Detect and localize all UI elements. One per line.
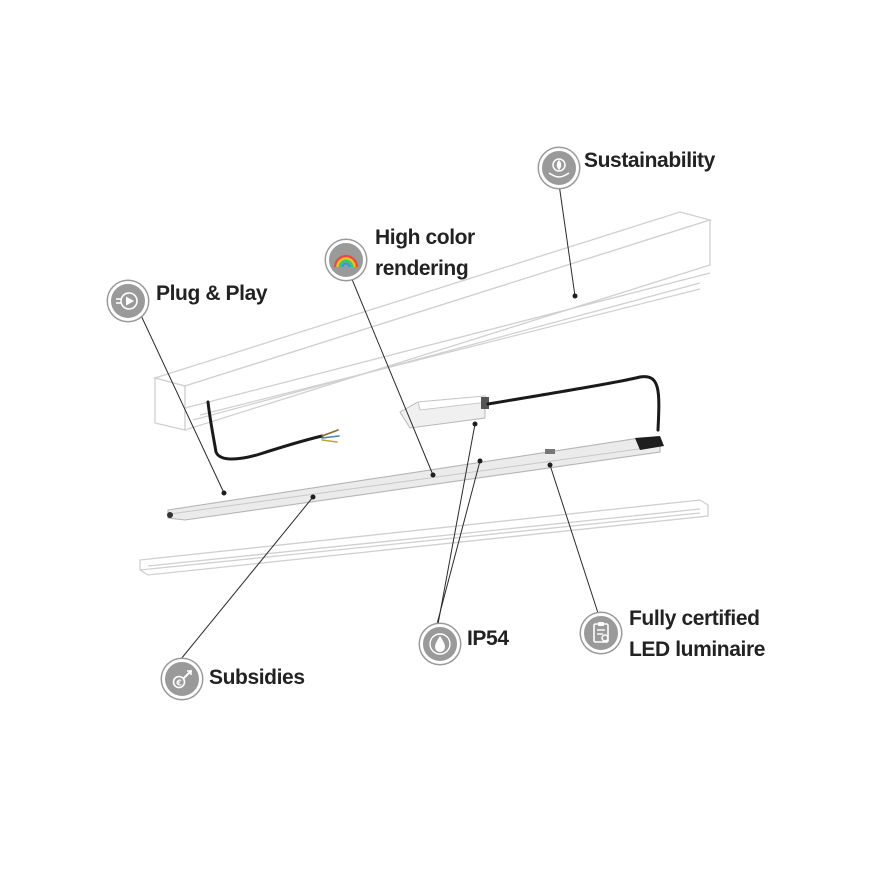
leader-endpoints — [221, 293, 578, 500]
leader-lines — [137, 183, 599, 660]
housing-channel — [152, 211, 713, 431]
water-drop-icon — [420, 624, 460, 664]
certificate-icon — [581, 613, 621, 653]
label-fully-certified-1: Fully certified — [629, 607, 760, 630]
money-hand-icon: € — [162, 659, 202, 699]
label-plug-and-play: Plug & Play — [156, 282, 268, 305]
hands-leaf-icon — [539, 148, 579, 188]
svg-text:€: € — [175, 679, 182, 688]
label-sustainability: Sustainability — [584, 149, 715, 172]
led-tube — [167, 436, 664, 521]
wire-ends — [321, 429, 340, 443]
cables — [206, 375, 661, 461]
label-high-color-rendering-2: rendering — [375, 257, 469, 280]
label-fully-certified-2: LED luminaire — [629, 638, 765, 661]
diffuser-cover — [139, 499, 709, 576]
label-high-color-rendering-1: High color — [375, 226, 475, 249]
rainbow-icon — [326, 240, 366, 280]
label-subsidies: Subsidies — [209, 666, 305, 689]
label-ip54: IP54 — [467, 627, 509, 650]
driver-box — [399, 395, 489, 429]
plug-play-icon — [108, 281, 148, 321]
